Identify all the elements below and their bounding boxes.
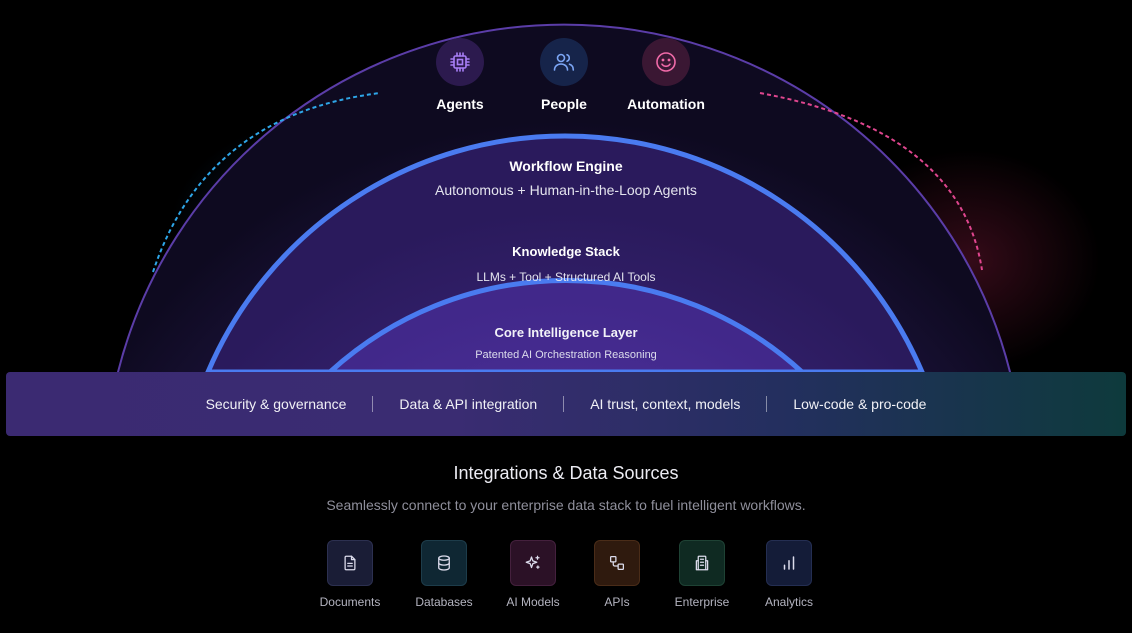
sparkle-icon xyxy=(525,555,540,569)
actor-icon-circle xyxy=(436,38,484,86)
source-analytics[interactable]: Analytics xyxy=(744,540,834,609)
smile-icon xyxy=(656,52,676,72)
source-label: Analytics xyxy=(764,595,814,609)
capability-data-api: Data & API integration xyxy=(399,396,538,412)
source-label: Documents xyxy=(319,595,381,609)
right-dashed-arc xyxy=(759,92,983,271)
knowledge-stack-title: Knowledge Stack xyxy=(512,244,620,259)
source-enterprise[interactable]: Enterprise xyxy=(657,540,747,609)
capability-low-code: Low-code & pro-code xyxy=(793,396,927,412)
actor-label: Agents xyxy=(436,96,484,112)
source-icon-box xyxy=(421,540,467,586)
core-intelligence-arc xyxy=(323,277,809,375)
capability-divider xyxy=(563,396,565,412)
integrations-title: Integrations & Data Sources xyxy=(453,463,679,483)
source-label: AI Models xyxy=(506,595,560,609)
building-icon xyxy=(695,555,709,571)
source-icon-box xyxy=(766,540,812,586)
people-icon xyxy=(553,53,575,71)
capability-divider xyxy=(766,396,768,412)
actor-label: Automation xyxy=(627,96,705,112)
source-databases[interactable]: Databases xyxy=(399,540,489,609)
database-icon xyxy=(438,555,450,571)
core-intelligence-subtitle: Patented AI Orchestration Reasoning xyxy=(475,349,657,361)
knowledge-stack-subtitle: LLMs + Tool + Structured AI Tools xyxy=(476,270,656,284)
source-label: Databases xyxy=(415,595,473,609)
workflow-engine-title: Workflow Engine xyxy=(509,158,623,174)
source-documents[interactable]: Documents xyxy=(305,540,395,609)
actor-icon-circle xyxy=(642,38,690,86)
actor-agents: Agents xyxy=(405,38,515,112)
actor-automation: Automation xyxy=(611,38,721,112)
actor-icon-circle xyxy=(540,38,588,86)
document-icon xyxy=(344,555,356,571)
chip-icon xyxy=(450,52,470,72)
integrations-subtitle: Seamlessly connect to your enterprise da… xyxy=(326,497,806,513)
core-intelligence-title: Core Intelligence Layer xyxy=(494,325,638,340)
workflow-engine-subtitle: Autonomous + Human-in-the-Loop Agents xyxy=(435,182,697,198)
knowledge-stack-arc xyxy=(204,133,926,375)
source-ai-models[interactable]: AI Models xyxy=(488,540,578,609)
capability-bar: Security & governance Data & API integra… xyxy=(6,372,1126,436)
source-apis[interactable]: APIs xyxy=(572,540,662,609)
capability-ai-trust: AI trust, context, models xyxy=(590,396,741,412)
source-icon-box xyxy=(327,540,373,586)
source-icon-box xyxy=(594,540,640,586)
source-label: Enterprise xyxy=(674,595,730,609)
api-icon xyxy=(609,555,625,571)
source-icon-box xyxy=(510,540,556,586)
analytics-icon xyxy=(783,556,795,570)
actor-label: People xyxy=(541,96,587,112)
actor-people: People xyxy=(509,38,619,112)
source-label: APIs xyxy=(604,595,630,609)
capability-security: Security & governance xyxy=(205,396,347,412)
left-dashed-arc xyxy=(152,92,381,273)
source-icon-box xyxy=(679,540,725,586)
capability-divider xyxy=(372,396,374,412)
